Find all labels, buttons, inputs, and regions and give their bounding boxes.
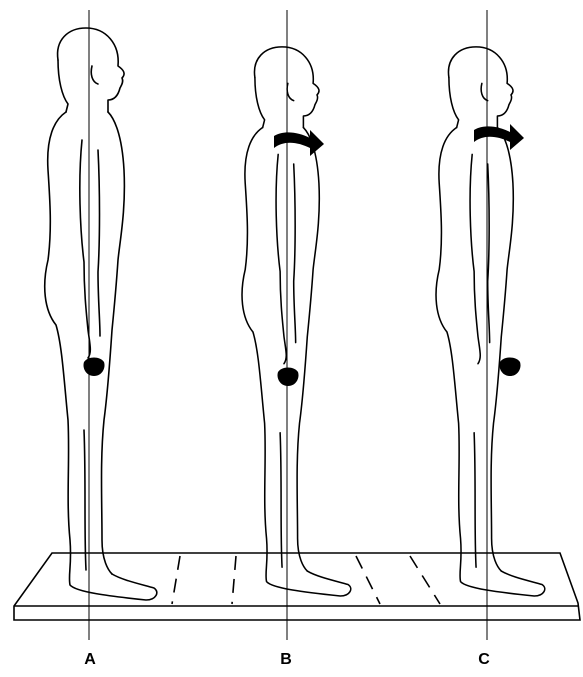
arrow-c-icon xyxy=(474,124,524,150)
arrow-b-icon xyxy=(274,130,324,156)
figure-a xyxy=(45,10,157,640)
label-b: B xyxy=(271,651,301,669)
label-c: C xyxy=(469,651,499,669)
figure-b xyxy=(242,10,351,640)
label-a: A xyxy=(75,651,105,669)
figure-c xyxy=(436,10,545,640)
